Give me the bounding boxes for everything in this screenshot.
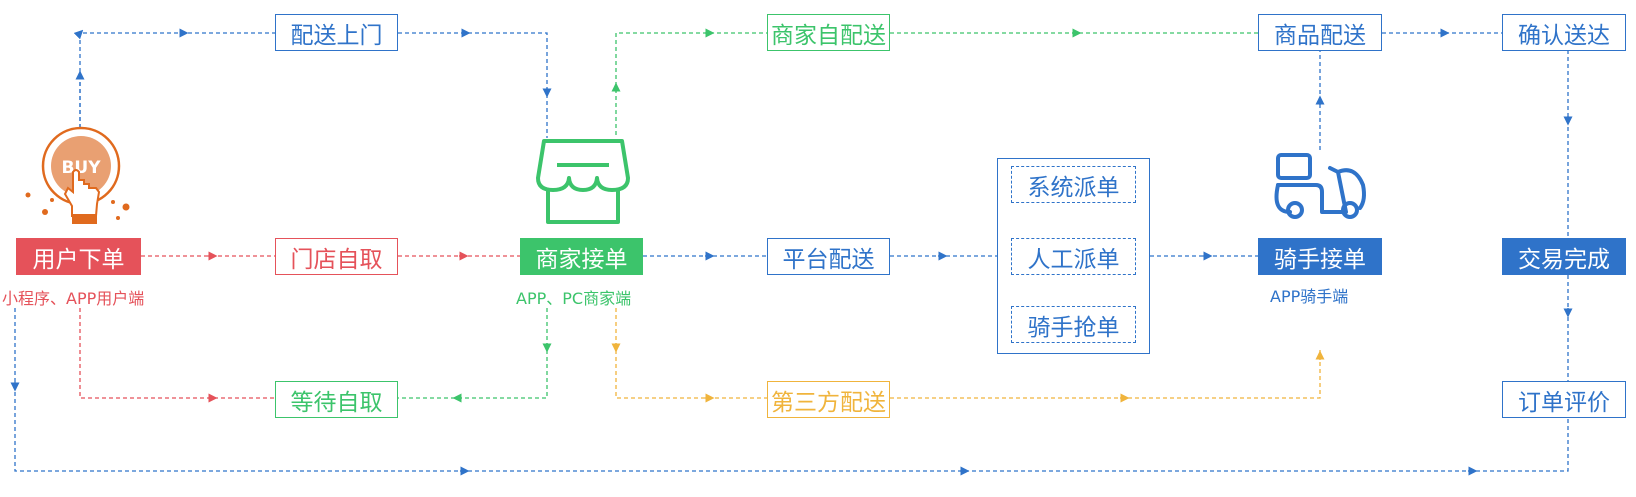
caption-rider-client: APP骑手端	[1270, 287, 1349, 306]
node-store-pickup[interactable]: 门店自取	[275, 238, 398, 275]
blue-connectors	[10, 28, 1573, 476]
node-delivery-to-door[interactable]: 配送上门	[275, 14, 398, 51]
node-platform-delivery[interactable]: 平台配送	[767, 238, 890, 275]
node-merchant-accept[interactable]: 商家接单	[520, 238, 643, 275]
caption-merchant-client: APP、PC商家端	[516, 289, 632, 308]
green-connectors	[398, 28, 1258, 403]
caption-user-client: 小程序、APP用户端	[2, 289, 145, 308]
node-system-dispatch[interactable]: 系统派单	[1011, 166, 1136, 203]
node-third-party-delivery[interactable]: 第三方配送	[767, 381, 890, 418]
node-goods-delivery[interactable]: 商品配送	[1258, 14, 1382, 51]
node-trade-complete[interactable]: 交易完成	[1502, 238, 1626, 275]
delivery-scooter-icon	[1274, 153, 1366, 219]
node-rider-accept[interactable]: 骑手接单	[1258, 238, 1382, 275]
buy-hand-icon: BUY	[25, 126, 130, 224]
orange-connectors	[611, 308, 1325, 403]
node-wait-pickup[interactable]: 等待自取	[275, 381, 398, 418]
buy-text: BUY	[61, 158, 101, 178]
node-confirm-delivered[interactable]: 确认送达	[1502, 14, 1626, 51]
dispatch-group	[997, 158, 1150, 354]
node-order-review[interactable]: 订单评价	[1502, 381, 1626, 418]
storefront-icon	[536, 139, 630, 224]
node-rider-grab[interactable]: 骑手抢单	[1011, 306, 1136, 343]
red-connectors	[79, 251, 520, 403]
node-merchant-self-delivery[interactable]: 商家自配送	[767, 14, 890, 51]
node-manual-dispatch[interactable]: 人工派单	[1011, 238, 1136, 275]
node-user-order[interactable]: 用户下单	[16, 238, 141, 275]
